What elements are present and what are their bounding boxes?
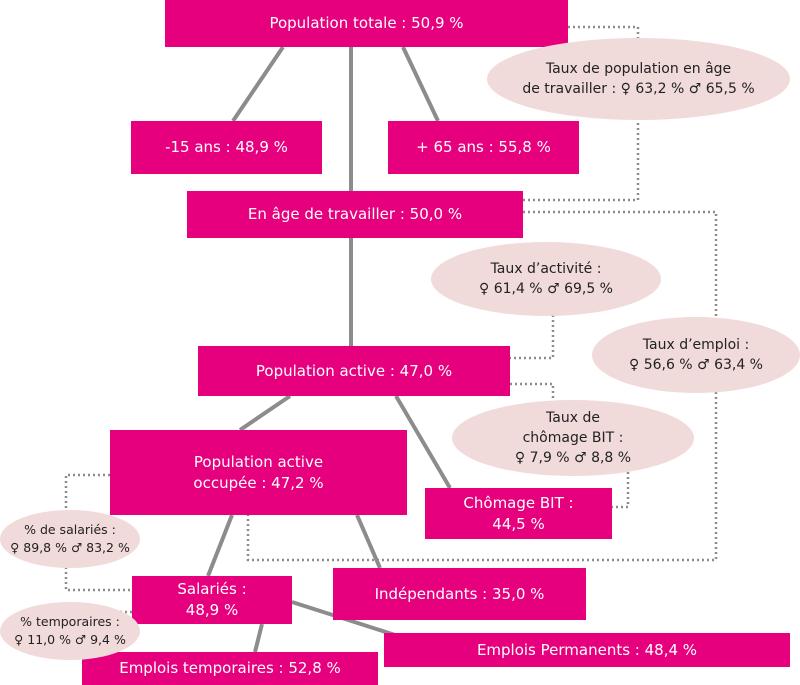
salaries-box: Salariés : 48,9 %: [132, 576, 292, 624]
link-employed-to-independent: [355, 514, 382, 569]
population-active-box: Population active : 47,0 %: [198, 346, 510, 396]
link-total-to-minus15: [231, 45, 285, 123]
dots-active-to-unemployment-rate: [510, 382, 555, 405]
taux-activite-oval: Taux d’activité : ♀ 61,4 % ♂ 69,5 %: [431, 242, 661, 316]
dots-employment-to-occupied: [246, 392, 718, 562]
dots-occupied-to-salaried-rate: [64, 473, 110, 512]
moins-15-ans-box: -15 ans : 48,9 %: [131, 121, 322, 174]
link-active-to-unemployed: [394, 394, 452, 490]
link-total-to-plus65: [401, 46, 440, 122]
dots-activity-to-active: [510, 315, 555, 360]
emplois-permanents-box: Emplois Permanents : 48,4 %: [384, 633, 790, 667]
pct-temporaires-oval: % temporaires : ♀ 11,0 % ♂ 9,4 %: [0, 602, 140, 660]
dots-working-age-rate-to-working-age: [523, 118, 640, 202]
taux-age-travailler-oval: Taux de population en âge de travailler …: [487, 38, 790, 120]
plus-65-ans-box: + 65 ans : 55,8 %: [388, 121, 579, 174]
age-travailler-box: En âge de travailler : 50,0 %: [187, 191, 523, 238]
dots-unemployment-rate-to-unemployed: [612, 472, 630, 509]
emplois-temporaires-box: Emplois temporaires : 52,8 %: [82, 652, 378, 685]
link-employed-to-salaried: [206, 514, 234, 577]
taux-emploi-oval: Taux d’emploi : ♀ 56,6 % ♂ 63,4 %: [592, 317, 800, 393]
link-salaried-to-temporary: [253, 623, 264, 653]
population-active-occupee-box: Population active occupée : 47,2 %: [110, 430, 407, 515]
independants-box: Indépendants : 35,0 %: [333, 568, 586, 620]
link-active-to-employed: [238, 394, 292, 432]
pct-salaries-oval: % de salariés : ♀ 89,8 % ♂ 83,2 %: [0, 510, 140, 568]
chomage-bit-box: Chômage BIT : 44,5 %: [425, 488, 612, 539]
dots-salaried-rate-to-salaried: [64, 567, 132, 592]
taux-chomage-oval: Taux de chômage BIT : ♀ 7,9 % ♂ 8,8 %: [452, 400, 694, 476]
population-totale-box: Population totale : 50,9 %: [165, 0, 568, 47]
dots-total-to-working-age-rate: [568, 25, 640, 78]
